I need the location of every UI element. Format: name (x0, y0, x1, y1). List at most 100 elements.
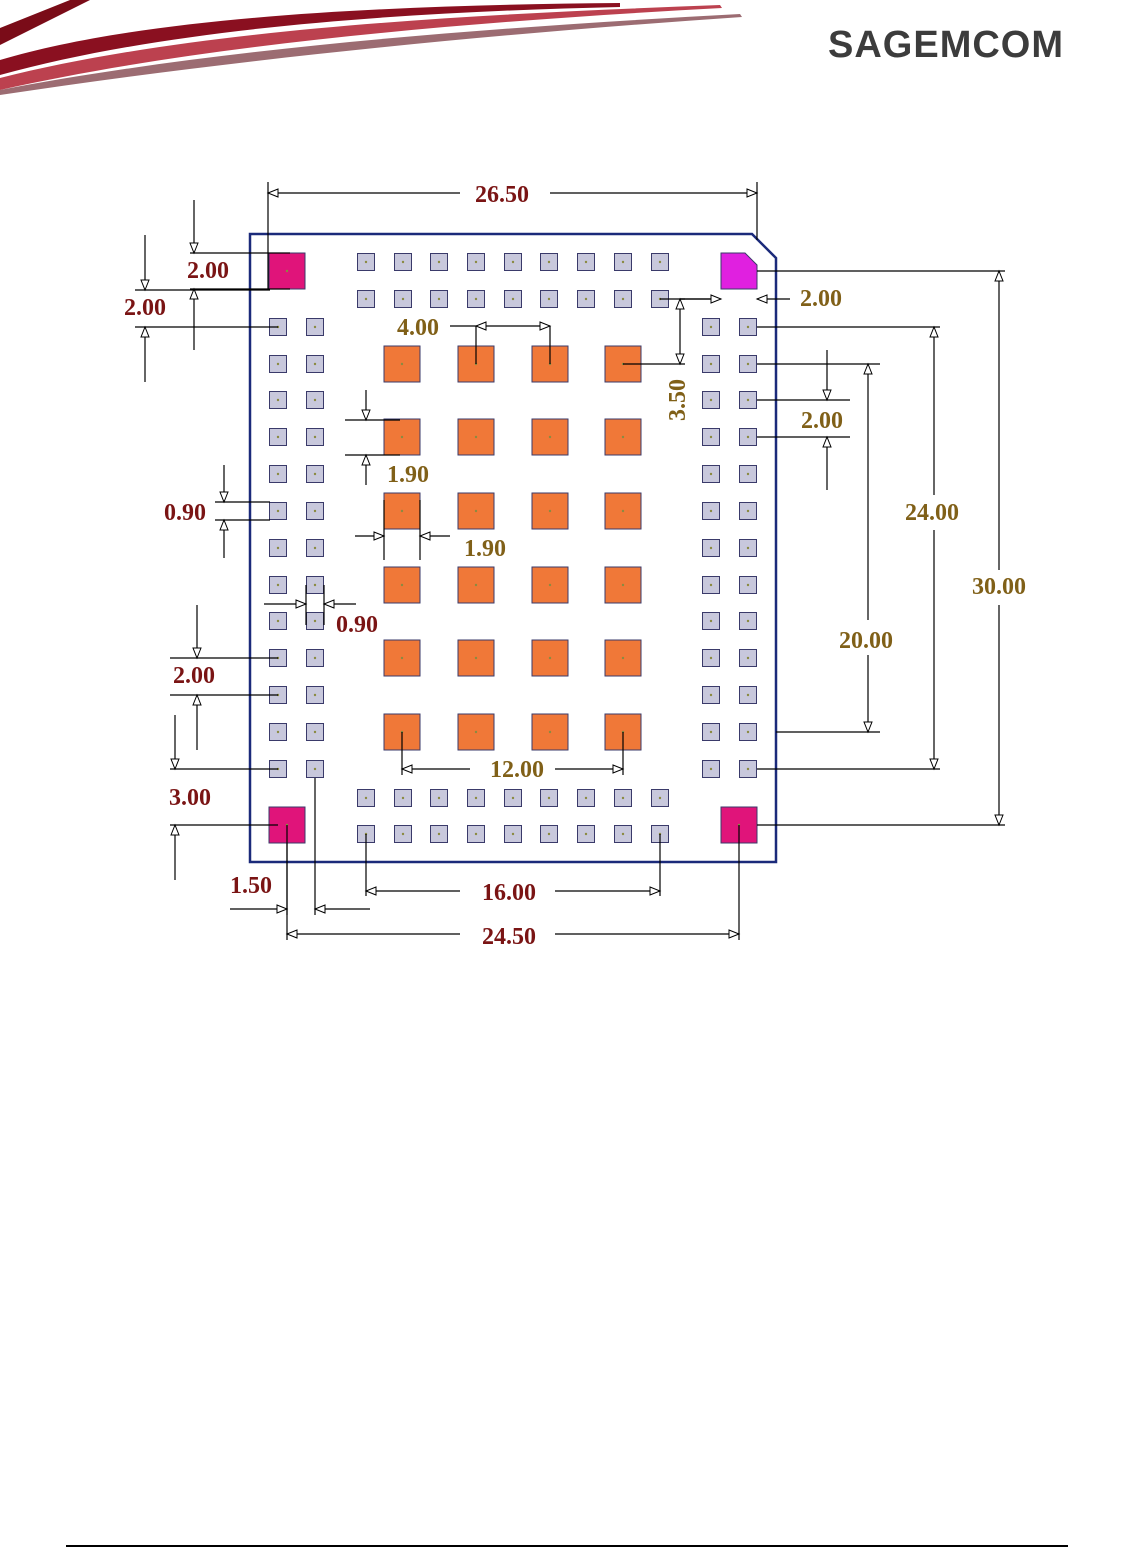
pad-center-dot (286, 270, 288, 272)
dim-pad-size-v: 0.90 (164, 500, 206, 526)
pad-center-dot (402, 797, 404, 799)
pad-center-dot (314, 547, 316, 549)
pad-center-dot (549, 436, 551, 438)
pad-center-dot (512, 797, 514, 799)
pad-center-dot (549, 731, 551, 733)
pad-center-dot (475, 797, 477, 799)
pad-center-dot (365, 298, 367, 300)
pad-center-dot (277, 510, 279, 512)
dim-ground-pitch: 4.00 (397, 315, 439, 341)
pad-center-dot (747, 436, 749, 438)
pad-center-dot (475, 298, 477, 300)
pad-center-dot (549, 657, 551, 659)
dim-pad-size-h: 0.90 (336, 612, 378, 638)
pad-center-dot (277, 363, 279, 365)
pad-center-dot (475, 833, 477, 835)
pad-center-dot (277, 547, 279, 549)
pad-center-dot (548, 797, 550, 799)
pad-center-dot (314, 657, 316, 659)
pad-center-dot (747, 620, 749, 622)
dim-right-offset: 2.00 (800, 286, 842, 312)
pad-center-dot (277, 731, 279, 733)
pad-center-dot (314, 436, 316, 438)
pad-center-dot (585, 833, 587, 835)
pad-layout-diagram: 26.50 30.00 24.50 24.00 20.00 16.00 12.0… (0, 0, 1145, 1000)
pad-center-dot (710, 584, 712, 586)
pad-center-dot (710, 547, 712, 549)
dim-overall-width: 26.50 (475, 182, 529, 208)
pad-center-dot (747, 547, 749, 549)
pad-center-dot (277, 399, 279, 401)
pad-center-dot (710, 694, 712, 696)
pad-center-dot (747, 694, 749, 696)
pad-center-dot (277, 436, 279, 438)
pad-center-dot (475, 261, 477, 263)
pad-center-dot (314, 399, 316, 401)
pad-center-dot (314, 326, 316, 328)
pad-center-dot (548, 298, 550, 300)
pad-center-dot (549, 510, 551, 512)
pad-center-dot (401, 657, 403, 659)
pad-center-dot (710, 436, 712, 438)
pad-center-dot (710, 657, 712, 659)
pad-center-dot (402, 298, 404, 300)
pad-center-dot (710, 473, 712, 475)
pad-center-dot (549, 584, 551, 586)
dim-ground-size-h: 1.90 (464, 536, 506, 562)
dim-top-margin: 2.00 (187, 258, 229, 284)
pad-center-dot (314, 363, 316, 365)
pad-center-dot (585, 261, 587, 263)
pad-group (269, 253, 757, 843)
dim-bottom-row-span: 16.00 (482, 880, 536, 906)
pad-center-dot (438, 261, 440, 263)
pad-center-dot (622, 298, 624, 300)
pad-center-dot (475, 510, 477, 512)
pad-center-dot (314, 510, 316, 512)
pad-center-dot (314, 694, 316, 696)
pad-center-dot (475, 584, 477, 586)
dim-inner-pad-span: 20.00 (839, 628, 893, 654)
pad-center-dot (747, 363, 749, 365)
pad-center-dot (402, 833, 404, 835)
pad-center-dot (438, 298, 440, 300)
pad-center-dot (438, 833, 440, 835)
pad-center-dot (710, 620, 712, 622)
pad-center-dot (710, 363, 712, 365)
pad-center-dot (747, 657, 749, 659)
pad-center-dot (622, 657, 624, 659)
dimension-lines (135, 182, 1005, 940)
pad-center-dot (512, 261, 514, 263)
dim-right-pitch: 2.00 (801, 408, 843, 434)
pad-center-dot (747, 326, 749, 328)
pad-center-dot (622, 436, 624, 438)
dim-corner-pad-width: 24.50 (482, 924, 536, 950)
pad-center-dot (585, 298, 587, 300)
dim-overall-height: 30.00 (972, 574, 1026, 600)
pad-center-dot (402, 261, 404, 263)
pad-center-dot (365, 261, 367, 263)
pad-center-dot (659, 261, 661, 263)
pad-center-dot (314, 731, 316, 733)
dim-left-margin: 2.00 (124, 295, 166, 321)
pad-center-dot (277, 584, 279, 586)
pad-center-dot (747, 510, 749, 512)
dim-left-pitch: 2.00 (173, 663, 215, 689)
pad-center-dot (548, 261, 550, 263)
pad-center-dot (622, 833, 624, 835)
dim-side-pad-span: 24.00 (905, 500, 959, 526)
pad-center-dot (659, 797, 661, 799)
pad-center-dot (512, 833, 514, 835)
dimension-labels: 26.50 30.00 24.50 24.00 20.00 16.00 12.0… (124, 182, 1026, 950)
pad-center-dot (710, 399, 712, 401)
pad-center-dot (622, 261, 624, 263)
pad-center-dot (314, 584, 316, 586)
pad-center-dot (710, 510, 712, 512)
pad-center-dot (401, 584, 403, 586)
pad-center-dot (401, 510, 403, 512)
pad-center-dot (710, 326, 712, 328)
dim-ground-grid-width: 12.00 (490, 757, 544, 783)
pad-center-dot (622, 797, 624, 799)
dim-ground-offset: 3.50 (665, 379, 691, 421)
dim-column-offset: 1.50 (230, 873, 272, 899)
dim-ground-size-v: 1.90 (387, 462, 429, 488)
